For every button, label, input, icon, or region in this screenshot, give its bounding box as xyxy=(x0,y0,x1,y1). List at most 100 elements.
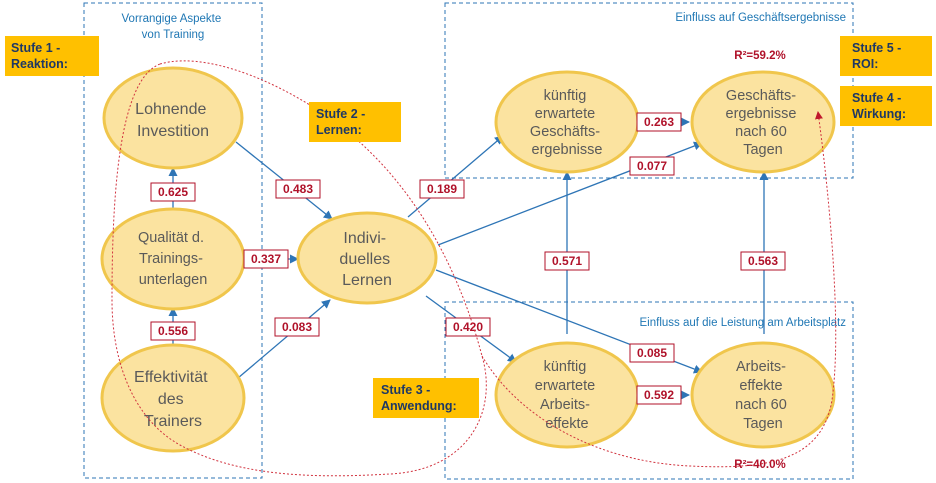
node-lohnende-label: Lohnende Investition xyxy=(135,101,211,140)
training-group-label-line2: von Training xyxy=(142,29,205,41)
arrow-effektivitaet-to-lernen xyxy=(237,299,331,379)
node-geschaeft60: Geschäfts- ergebnisse nach 60 Tagen xyxy=(690,70,836,174)
coef-lern-to-a60-text: 0.085 xyxy=(637,346,667,360)
coef-kg-to-g60-text: 0.263 xyxy=(644,115,674,129)
coef-l-to-lern-text: 0.483 xyxy=(283,182,313,196)
node-geschaeft60-line2: ergebnisse xyxy=(726,106,797,122)
stufe-1-line2: Reaktion: xyxy=(11,57,68,71)
stufe-2-label: Stufe 2 - Lernen: xyxy=(309,102,401,142)
node-arbeit60-line1: Arbeits- xyxy=(736,359,786,375)
coef-lern-to-ka-text: 0.420 xyxy=(453,320,483,334)
node-lernen-line1: Indivi- xyxy=(343,230,386,247)
coef-lern-to-g60: 0.077 xyxy=(629,156,675,176)
node-qualitaet-label: Qualität d. Trainings- unterlagen xyxy=(138,230,208,288)
stufe-4-line2: Wirkung: xyxy=(852,107,906,121)
coef-kg-to-g60: 0.263 xyxy=(636,112,682,132)
node-lernen-label: Indivi- duelles Lernen xyxy=(339,230,394,289)
node-arbeit60-label: Arbeits- effekte nach 60 Tagen xyxy=(735,359,791,432)
coef-ka-to-kg: 0.571 xyxy=(544,251,590,271)
node-arbeit60-line3: nach 60 xyxy=(735,397,787,413)
node-kuenftig-arbeit-line1: künftig xyxy=(544,359,587,375)
reaction-dotted-ellipse xyxy=(111,60,487,477)
node-effektivitaet-line1: Effektivität xyxy=(134,369,208,386)
node-kuenftig-geschaeft-line4: ergebnisse xyxy=(532,142,603,158)
node-kuenftig-arbeit-line3: Arbeits- xyxy=(540,397,590,413)
training-group-label-line1: Vorrangige Aspekte xyxy=(122,13,222,25)
node-geschaeft60-label: Geschäfts- ergebnisse nach 60 Tagen xyxy=(726,88,801,158)
node-geschaeft60-line3: nach 60 xyxy=(735,124,787,140)
node-qualitaet-line2: Trainings- xyxy=(139,251,203,267)
business-group-box xyxy=(444,2,854,179)
coef-ka-to-a60: 0.592 xyxy=(636,385,682,405)
node-lohnende-investition: Lohnende Investition xyxy=(102,66,244,170)
coef-q-to-l-text: 0.625 xyxy=(158,185,188,199)
node-kuenftig-arbeit-label: künftig erwartete Arbeits- effekte xyxy=(535,359,599,432)
coefficients: 0.625 0.556 0.483 0.337 0.083 0.189 0.07… xyxy=(150,112,786,405)
coef-lern-to-ka: 0.420 xyxy=(445,317,491,337)
coef-q-to-lern: 0.337 xyxy=(243,249,289,269)
node-effektivitaet-label: Effektivität des Trainers xyxy=(134,369,212,430)
stufe-4-label: Stufe 4 - Wirkung: xyxy=(840,86,932,126)
node-effektivitaet: Effektivität des Trainers xyxy=(100,343,246,453)
stufe-3-line1: Stufe 3 - xyxy=(381,383,430,397)
training-group-label: Vorrangige Aspekte von Training xyxy=(122,13,225,41)
coef-lern-to-g60-text: 0.077 xyxy=(637,159,667,173)
node-lohnende-line2: Investition xyxy=(137,123,209,140)
stufe-2-text: Stufe 2 - Lernen: xyxy=(316,107,369,137)
node-kuenftig-arbeit-line2: erwartete xyxy=(535,378,595,394)
coef-lern-to-kg-text: 0.189 xyxy=(427,182,457,196)
r2-business: R²=59.2% xyxy=(734,50,785,62)
node-geschaeft60-line4: Tagen xyxy=(743,142,783,158)
coef-q-to-lern-text: 0.337 xyxy=(251,252,281,266)
stufe-4-text: Stufe 4 - Wirkung: xyxy=(852,91,906,121)
node-kuenftig-arbeit: künftig erwartete Arbeits- effekte xyxy=(494,341,640,449)
node-lernen-line3: Lernen xyxy=(342,272,392,289)
stufe-1-label: Stufe 1 - Reaktion: xyxy=(5,36,99,76)
node-effektivitaet-line3: Trainers xyxy=(144,413,202,430)
node-kuenftig-geschaeft-line3: Geschäfts- xyxy=(530,124,600,140)
stufe-5-text: Stufe 5 - ROI: xyxy=(852,41,905,71)
node-kuenftig-arbeit-line4: effekte xyxy=(545,416,588,432)
coef-e-to-lern: 0.083 xyxy=(274,317,320,337)
node-qualitaet-line1: Qualität d. xyxy=(138,230,204,246)
coef-lern-to-kg: 0.189 xyxy=(419,179,465,199)
node-geschaeft60-line1: Geschäfts- xyxy=(726,88,796,104)
business-group-label: Einfluss auf Geschäftsergebnisse xyxy=(675,12,846,24)
stufe-2-line2: Lernen: xyxy=(316,123,362,137)
coef-l-to-lern: 0.483 xyxy=(275,179,321,199)
r2-workplace: R²=40.0% xyxy=(734,459,785,471)
workplace-group-label: Einfluss auf die Leistung am Arbeitsplat… xyxy=(640,317,847,329)
arrow-lernen-to-kuenftig-geschaeft xyxy=(407,135,504,218)
stufe-1-line1: Stufe 1 - xyxy=(11,41,60,55)
stufe-5-line2: ROI: xyxy=(852,57,878,71)
node-lernen: Indivi- duelles Lernen xyxy=(296,211,438,305)
coef-lern-to-a60: 0.085 xyxy=(629,343,675,363)
node-arbeit60-line2: effekte xyxy=(739,378,782,394)
node-arbeit60-line4: Tagen xyxy=(743,416,783,432)
stufe-2-line1: Stufe 2 - xyxy=(316,107,365,121)
nodes: Lohnende Investition Qualität d. Trainin… xyxy=(100,66,836,453)
stufe-3-label: Stufe 3 - Anwendung: xyxy=(373,378,479,418)
coef-ka-to-a60-text: 0.592 xyxy=(644,388,674,402)
impact-dotted-curve xyxy=(481,111,837,468)
stufe-5-label: Stufe 5 - ROI: xyxy=(840,36,932,76)
node-qualitaet-line3: unterlagen xyxy=(139,272,208,288)
coef-a60-to-g60: 0.563 xyxy=(740,251,786,271)
node-lernen-line2: duelles xyxy=(339,251,390,268)
coef-a60-to-g60-text: 0.563 xyxy=(748,254,778,268)
node-arbeit60: Arbeits- effekte nach 60 Tagen xyxy=(690,341,836,449)
node-kuenftig-geschaeft-line1: künftig xyxy=(544,88,587,104)
stufe-5-line1: Stufe 5 - xyxy=(852,41,901,55)
coef-e-to-q: 0.556 xyxy=(150,321,196,341)
node-qualitaet: Qualität d. Trainings- unterlagen xyxy=(100,207,246,311)
node-kuenftig-geschaeft-line2: erwartete xyxy=(535,106,595,122)
node-kuenftig-geschaeft-label: künftig erwartete Geschäfts- ergebnisse xyxy=(530,88,604,158)
node-kuenftig-geschaeft: künftig erwartete Geschäfts- ergebnisse xyxy=(494,70,640,174)
stufe-4-line1: Stufe 4 - xyxy=(852,91,901,105)
stufe-1-text: Stufe 1 - Reaktion: xyxy=(11,41,68,71)
node-lohnende-line1: Lohnende xyxy=(135,101,206,118)
stufe-3-line2: Anwendung: xyxy=(381,399,457,413)
node-effektivitaet-line2: des xyxy=(158,391,184,408)
